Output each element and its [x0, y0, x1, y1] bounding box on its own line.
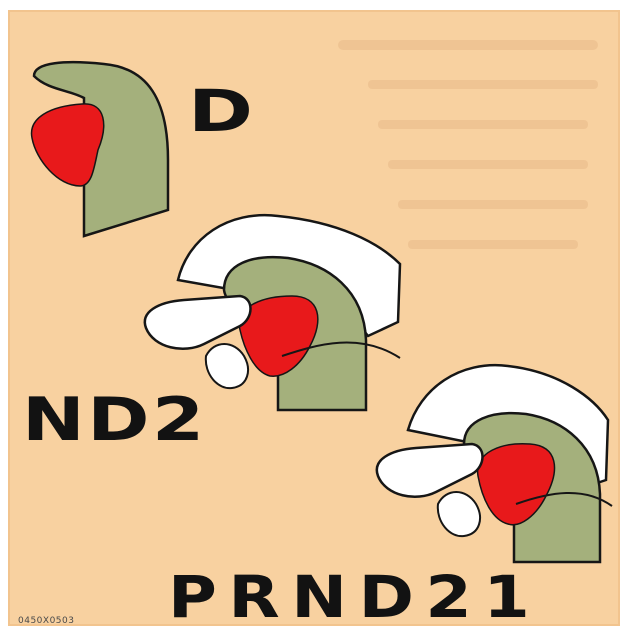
shift-lever-decal: D ND2 PRND21 0450X0503 — [8, 10, 620, 626]
release-button-1 — [32, 104, 104, 186]
lever-nd2-position — [145, 215, 400, 410]
thumb-2 — [145, 296, 251, 349]
label-d: D — [188, 82, 253, 140]
lever-prnd21-position — [377, 365, 612, 562]
lever-d-position — [32, 62, 168, 236]
shift-lever-illustration — [8, 10, 620, 626]
finger-3 — [438, 492, 480, 536]
part-code: 0450X0503 — [18, 616, 74, 626]
label-nd2: ND2 — [22, 390, 207, 450]
background-texture — [338, 40, 598, 249]
finger-2 — [206, 344, 248, 388]
label-prnd21: PRND21 — [168, 568, 541, 626]
thumb-3 — [377, 444, 483, 497]
